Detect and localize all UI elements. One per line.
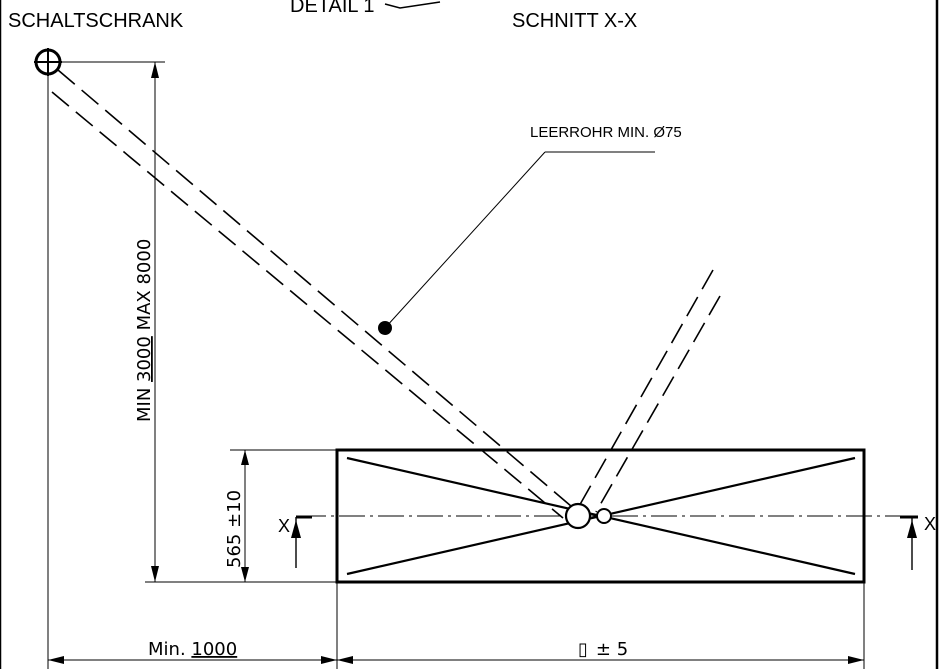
conduit-long [51, 69, 579, 519]
section-marker-right: X [900, 514, 936, 570]
section-title: SCHNITT X-X [512, 10, 637, 32]
conduit-label: LEERROHR MIN. Ø75 [530, 124, 682, 141]
conduit-entry-large [564, 502, 592, 530]
conduit-short [577, 269, 721, 513]
bottom-left-value: 1000 [191, 639, 237, 660]
conduit-entry-small [596, 508, 612, 524]
vertical-distance-text: MIN 3000 MAX 8000 [134, 239, 155, 422]
cabinet-symbol [34, 48, 62, 76]
bottom-right-dimension: ▯± 5 [337, 639, 864, 664]
detail-label: DETAIL 1 [290, 0, 374, 17]
conduit-leader [384, 151, 655, 329]
vertical-min-value: 3000 [134, 336, 155, 382]
bottom-left-dimension-text: Min. 1000 [148, 639, 237, 660]
detail-leader-arrow [384, 1, 441, 9]
height-dimension: 565 ±10 [224, 449, 337, 582]
vertical-distance-dimension: MIN 3000 MAX 8000 [134, 62, 159, 582]
section-mark-right-text: X [924, 514, 936, 534]
bottom-right-dimension-text: ▯± 5 [578, 639, 628, 660]
cabinet-label: SCHALTSCHRANK [8, 10, 184, 32]
section-mark-left-text: X [278, 516, 290, 536]
conduit-leader-dot [378, 321, 392, 335]
bottom-left-dimension: Min. 1000 [48, 639, 337, 664]
height-dimension-text: 565 ±10 [224, 490, 245, 568]
section-marker-left: X [278, 515, 312, 568]
